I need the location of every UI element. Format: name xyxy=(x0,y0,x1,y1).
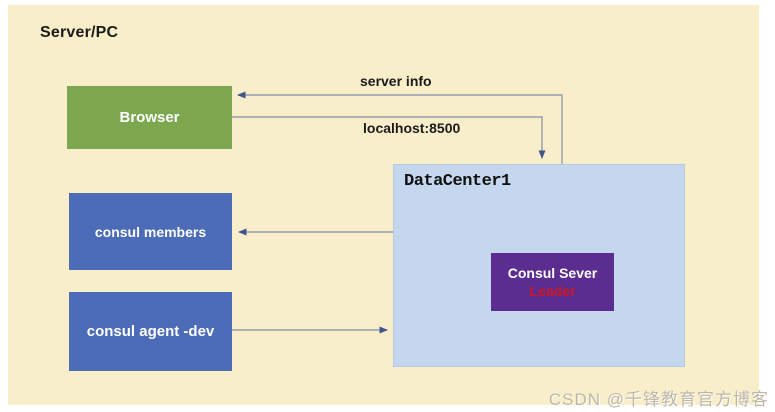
node-browser-label: Browser xyxy=(119,109,180,126)
edge-label-localhost-8500: localhost:8500 xyxy=(363,120,461,136)
node-datacenter1-label: DataCenter1 xyxy=(404,172,511,191)
node-consul-agent-dev: consul agent -dev xyxy=(69,292,232,371)
consul-server-leader-badge: Leader xyxy=(529,283,576,299)
consul-server-title: Consul Sever xyxy=(507,264,598,281)
node-browser: Browser xyxy=(67,86,232,149)
node-consul-server-leader: Consul Sever Leader xyxy=(491,253,614,311)
diagram-title: Server/PC xyxy=(40,24,119,41)
node-consul-members: consul members xyxy=(69,193,232,270)
node-consul-members-label: consul members xyxy=(94,223,207,240)
edge-label-server-info: server info xyxy=(360,73,432,89)
node-consul-agent-dev-label: consul agent -dev xyxy=(86,323,215,340)
csdn-watermark: CSDN @千锋教育官方博客 xyxy=(548,390,769,409)
